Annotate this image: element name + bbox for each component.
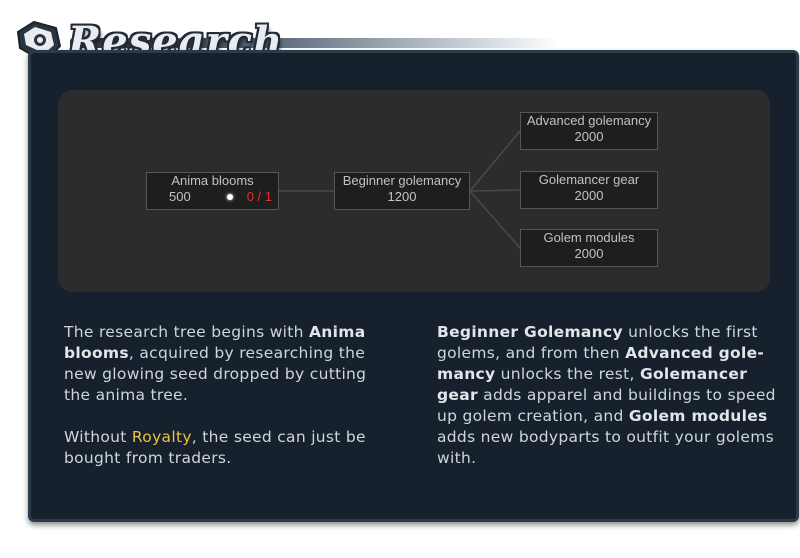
header-rule [70,38,560,48]
bold-text: Advanced gole-mancy [437,344,765,383]
bold-text: Golem modules [628,407,768,425]
node-name: Anima blooms [171,173,254,188]
paragraph: Beginner Golemancy unlocks the first gol… [437,322,782,469]
paragraph: The research tree begins with Anima bloo… [64,322,394,406]
text: adds new bodyparts to outfit your golems… [437,428,775,467]
text: unlocks the rest, [495,365,640,383]
bold-text: Golemancer gear [437,365,748,404]
node-cost: 2000 [574,129,604,144]
text: adds apparel and buildings to speed up g… [437,386,776,425]
text: Without [64,428,132,446]
node-advanced-golemancy[interactable]: Advanced golemancy 2000 [520,112,658,150]
node-cost: 500 [169,189,191,204]
progress-count: 0 / 1 [246,189,272,204]
node-name: Golemancer gear [538,172,640,187]
text: unlocks the first golems, and from then [437,323,758,362]
research-tree: Anima blooms 500 0 / 1 Beginner golemanc… [58,90,770,292]
node-golem-modules[interactable]: Golem modules 2000 [520,229,658,267]
paragraph: Without Royalty, the seed can just be bo… [64,427,394,469]
node-cost: 2000 [574,188,604,203]
node-cost: 1200 [387,189,417,204]
text: The research tree begins with [64,323,310,341]
bold-text: Beginner Golemancy [437,323,623,341]
text: , acquired by researching the new glowin… [64,344,367,404]
node-anima-blooms[interactable]: Anima blooms 500 0 / 1 [146,172,279,210]
node-name: Beginner golemancy [342,173,462,188]
node-golemancer-gear[interactable]: Golemancer gear 2000 [520,171,658,209]
bold-text: Anima blooms [64,323,366,362]
tree-connectors [279,130,521,249]
node-cost: 2000 [574,246,604,261]
node-name: Golem modules [543,230,635,245]
right-description: Beginner Golemancy unlocks the first gol… [437,322,782,490]
seed-dot-icon [226,194,233,200]
node-name: Advanced golemancy [526,113,652,128]
node-beginner-golemancy[interactable]: Beginner golemancy 1200 [334,172,470,210]
text: , the seed can just be bought from trade… [64,428,366,467]
left-description: The research tree begins with Anima bloo… [64,322,394,490]
highlight-text: Royalty [131,428,192,446]
